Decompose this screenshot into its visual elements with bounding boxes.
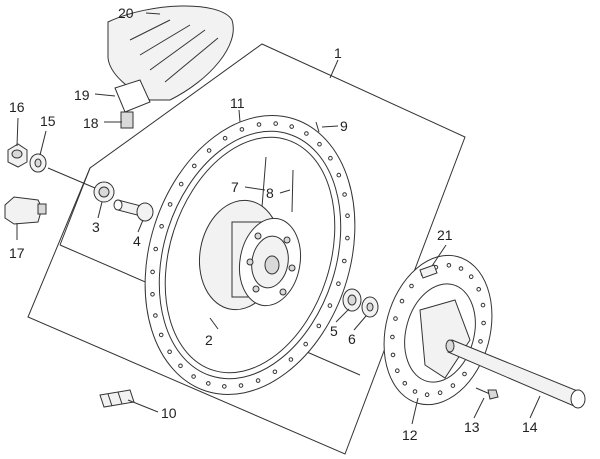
rim-hole <box>192 163 197 169</box>
disc-hole <box>480 302 486 308</box>
rim-hole <box>345 213 350 218</box>
callout-18: 18 <box>83 115 99 131</box>
disc-hole <box>402 381 408 386</box>
rim-hole <box>238 383 244 388</box>
rim-hole <box>178 363 183 369</box>
rim-hole <box>150 269 155 275</box>
rim-hole <box>336 172 342 178</box>
disc-hole <box>399 298 405 304</box>
callout-16: 16 <box>9 99 25 115</box>
rim-hole <box>222 384 227 389</box>
callout-labels: 1 2 3 4 5 6 7 8 9 10 11 12 13 14 15 16 1… <box>9 5 538 443</box>
spoke-nipple <box>315 121 320 133</box>
rim-hole <box>328 155 333 161</box>
rim-hole <box>304 131 309 136</box>
callout-10: 10 <box>161 405 177 421</box>
tyre <box>107 5 234 101</box>
rim-hole <box>255 378 261 383</box>
callout-2: 2 <box>205 332 213 348</box>
rim-hole <box>222 135 228 141</box>
washer <box>29 153 47 173</box>
rim-hole <box>153 246 158 252</box>
rim-hole <box>345 235 350 241</box>
rim-hole <box>288 357 294 362</box>
rim-hole <box>272 369 278 375</box>
callout-9: 9 <box>340 118 348 134</box>
callout-14: 14 <box>522 419 538 435</box>
wheel-axle <box>445 339 586 409</box>
spacer <box>113 199 154 222</box>
disc-hole <box>450 383 456 388</box>
callout-11: 11 <box>230 95 245 111</box>
weight-strip <box>99 389 135 408</box>
disc-hole <box>409 283 414 289</box>
rim-hole <box>336 281 341 287</box>
rim-hole <box>239 127 245 132</box>
wheel-hub <box>198 199 302 311</box>
rim-hole <box>342 192 347 197</box>
rim-hole <box>167 202 173 207</box>
disc-hole <box>476 287 482 292</box>
disc-hole <box>468 274 474 280</box>
disc-hole <box>412 389 418 394</box>
callout-4: 4 <box>133 233 141 249</box>
nut <box>7 143 28 168</box>
rim-hole <box>316 323 322 329</box>
disc-hole <box>424 392 430 398</box>
speedometer-drive <box>4 196 47 225</box>
callout-6: 6 <box>348 331 356 347</box>
callout-8: 8 <box>266 185 274 201</box>
leader-lines <box>16 12 541 425</box>
callout-12: 12 <box>402 427 418 443</box>
callout-21: 21 <box>437 227 453 243</box>
disc-hole <box>395 368 400 374</box>
callout-5: 5 <box>330 323 338 339</box>
rim-hole <box>256 122 262 127</box>
spokes <box>261 156 294 213</box>
disc-hole <box>390 352 396 358</box>
callout-17: 17 <box>9 245 25 261</box>
rim-hole <box>191 374 196 379</box>
callout-19: 19 <box>74 87 90 103</box>
disc-hole <box>390 334 395 340</box>
rim-hole <box>303 341 309 347</box>
callout-7: 7 <box>231 179 239 195</box>
brake-disc <box>383 254 493 406</box>
rim-hole <box>178 181 184 187</box>
rim-hole <box>206 381 211 386</box>
callout-1: 1 <box>334 45 342 61</box>
spacer-right <box>361 296 379 318</box>
disc-hole <box>446 263 452 268</box>
rim-hole <box>289 124 295 129</box>
rim-hole <box>153 313 158 318</box>
callout-20: 20 <box>118 5 134 21</box>
callout-15: 15 <box>40 113 56 129</box>
rim-hole <box>273 121 279 126</box>
rim-hole <box>158 332 164 338</box>
bearing-left <box>93 181 115 203</box>
callout-13: 13 <box>464 419 480 435</box>
rim-hole <box>206 148 212 153</box>
rim-hole <box>327 303 333 308</box>
rim-hole <box>317 141 322 147</box>
disc-hole <box>481 320 486 326</box>
rim-hole <box>150 292 155 297</box>
disc-bolt <box>475 387 499 400</box>
rim-hole <box>342 258 347 264</box>
bearing-right <box>342 288 362 312</box>
disc-hole <box>478 339 483 344</box>
rim-hole <box>159 224 164 229</box>
disc-hole <box>458 266 464 271</box>
disc-hole <box>437 390 443 396</box>
disc-hole <box>393 316 398 321</box>
callout-3: 3 <box>92 219 100 235</box>
balance-weight <box>419 264 438 279</box>
disc-hole <box>462 371 467 377</box>
rim-hole <box>167 349 172 355</box>
valve-stem <box>114 79 151 129</box>
